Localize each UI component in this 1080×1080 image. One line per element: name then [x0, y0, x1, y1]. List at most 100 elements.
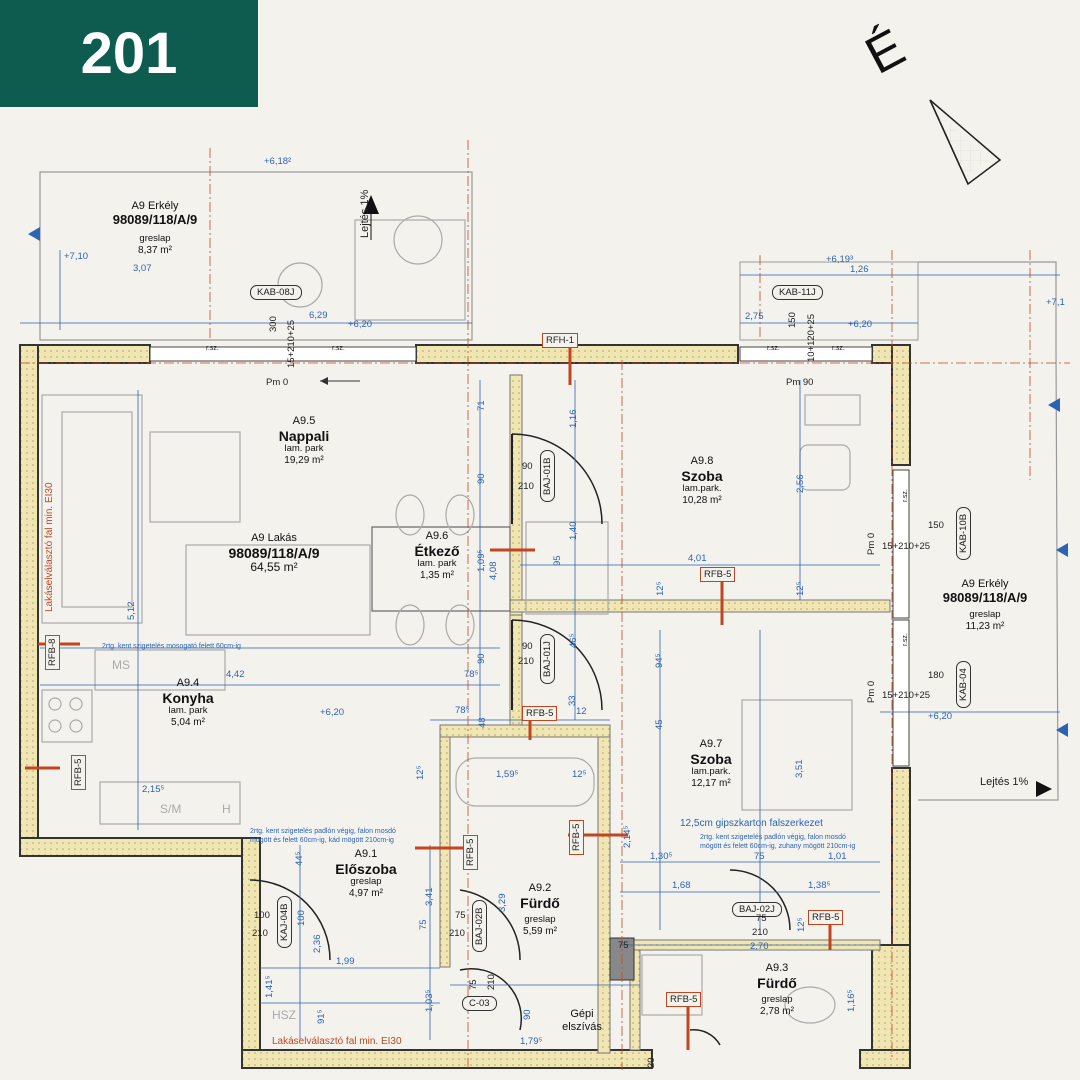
dim-101: 1,01	[828, 851, 847, 862]
tag-rfb-5-d: RFB-5	[463, 834, 478, 870]
dim-15-210-25: 15+210+25	[286, 319, 297, 368]
dim-1595: 1,59⁵	[496, 769, 519, 780]
dim-door-90: 90	[522, 461, 533, 472]
dim-125b: 12⁵	[795, 581, 806, 596]
label-hsz: HSZ	[272, 1008, 296, 1022]
tag-kaj-04b: KAJ-04B	[277, 896, 292, 948]
dim-20: 20	[646, 1057, 657, 1068]
axis-lines	[20, 140, 1070, 1070]
window-mark-2: r.sz.	[332, 345, 345, 352]
dim-elev-619: +6,19³	[826, 254, 854, 265]
dim-door-75e: 75	[468, 979, 479, 990]
dim-179: 1,79⁵	[520, 1036, 543, 1047]
label-h: H	[222, 802, 231, 816]
dim-71: 71	[476, 400, 487, 411]
dim-door-90b: 90	[522, 641, 533, 652]
tag-rfb-5-c: RFB-5	[522, 706, 558, 721]
dim-341: 3,41	[424, 887, 435, 907]
window-mark-4: r.sz.	[902, 489, 909, 502]
dim-door-210b: 210	[518, 656, 534, 667]
tag-kab-11j: KAB-11J	[772, 285, 823, 300]
dim-215: 2,15⁵	[142, 784, 165, 795]
dim-1116: 1,16⁵	[846, 989, 857, 1012]
dim-door-210e: 210	[486, 974, 497, 990]
dim-33: 33	[567, 695, 578, 706]
window-mark-6: r.sz.	[767, 345, 780, 352]
dim-elev-620d: +6,20	[928, 711, 953, 722]
note-bath-iso-2b: mögött és felett 60cm-ig, zuhany mögött …	[700, 843, 856, 850]
tag-rfb-5-b: RFB-5	[71, 754, 86, 790]
room-label-balcony-nw: A9 Erkély 98089/118/A/9 greslap 8,37 m²	[112, 200, 198, 256]
slope-arrow-e	[1036, 781, 1052, 797]
dim-75a: 75	[754, 851, 765, 862]
dim-270: 2,70	[750, 941, 769, 952]
dim-351: 3,51	[794, 759, 805, 779]
tag-rfb-8: RFB-8	[45, 634, 60, 670]
dim-116: 1,16	[568, 409, 579, 429]
party-wall-note-south: Lakáselválasztó fal min. EI30	[272, 1036, 402, 1047]
room-label-hall: A9.1 Előszoba greslap 4,97 m²	[335, 848, 397, 899]
dim-door-210d: 210	[449, 928, 465, 939]
dim-door-210c: 210	[252, 928, 268, 939]
dim-90a: 90	[476, 473, 487, 484]
dim-door-75b: 75	[455, 910, 466, 921]
dim-125c: 12⁵	[415, 765, 426, 780]
dim-785b: 78⁵	[455, 705, 470, 716]
dim-125-top: 12	[576, 706, 587, 717]
room-label-balcony-e: A9 Erkély 98089/118/A/9 greslap 11,23 m²	[942, 578, 1028, 632]
dim-199: 1,99	[336, 956, 355, 967]
dim-elev-710: +7,10	[64, 251, 89, 262]
dim-629: 6,29	[309, 310, 328, 321]
party-wall-note-west: Lakáselválasztó fal min. EI30	[44, 482, 55, 612]
tag-rfb-5-g: RFB-5	[666, 992, 702, 1007]
dim-125d: 12⁵	[572, 769, 587, 780]
slope-label-east: Lejtés 1%	[980, 776, 1029, 788]
note-bath-iso-2a: 2rtg. kent szigetelés padlón végig, falo…	[700, 834, 846, 841]
tag-baj-02b: BAJ-02B	[472, 900, 487, 952]
dim-126: 1,26	[850, 264, 869, 275]
dim-elev-71: +7,1	[1046, 297, 1065, 308]
dim-door-210: 210	[518, 481, 534, 492]
dim-300: 300	[268, 316, 279, 332]
dim-236: 2,36	[312, 934, 323, 954]
dim-75v: 75	[418, 919, 429, 930]
note-gipszkarton: 12,5cm gipszkarton falszerkezet	[680, 818, 823, 829]
tag-kab-10b: KAB-10B	[956, 506, 971, 560]
dim-401: 4,01	[688, 553, 707, 564]
note-kitchen-iso: 2rtg. kent szigetelés mosogató felett 60…	[102, 643, 241, 650]
window-mark-5: r.sz.	[902, 633, 909, 646]
interior-walls	[439, 374, 891, 1054]
dim-1035: 1,03⁵	[424, 989, 435, 1012]
dim-pm0-c: Pm 0	[866, 680, 877, 703]
tag-baj-01b: BAJ-01B	[540, 450, 555, 502]
room-label-bath-a92: A9.2 Fürdő greslap 5,59 m²	[520, 882, 560, 937]
dim-1385: 1,38⁵	[808, 880, 831, 891]
dim-door-75d: 75	[756, 913, 767, 924]
dim-90d: 90	[522, 1009, 533, 1020]
dim-125a: 12⁵	[655, 581, 666, 596]
room-label-a98: A9.8 Szoba lam.park. 10,28 m²	[681, 455, 723, 506]
apartment-number-badge: 201	[0, 0, 258, 107]
dim-445: 44⁵	[294, 851, 305, 866]
dim-275: 2,75	[745, 311, 764, 322]
dimension-lines	[20, 250, 1060, 1040]
north-arrow	[929, 99, 1002, 186]
dim-90c: 90	[476, 653, 487, 664]
tag-rfb-5-a: RFB-5	[700, 567, 736, 582]
room-label-living: A9.5 Nappali lam. park 19,29 m²	[278, 415, 330, 466]
dim-256: 2,56	[795, 474, 806, 494]
dim-75c: 75	[618, 940, 629, 951]
tag-baj-01j: BAJ-01J	[540, 634, 555, 684]
balcony-nw-outline	[39, 171, 473, 341]
slope-arrow-nw	[363, 195, 379, 214]
dim-elev-620a: +6,20	[348, 319, 373, 330]
label-ms: MS	[112, 658, 130, 672]
dim-elev-618: +6,18²	[264, 156, 292, 167]
slope-label-nw: Lejtés 1%	[359, 189, 371, 238]
dim-elev-620c: +6,20	[320, 707, 345, 718]
room-label-apartment: A9 Lakás 98089/118/A/9 64,55 m²	[228, 532, 320, 574]
dim-140: 1,40	[568, 521, 579, 541]
furniture	[41, 215, 861, 1024]
room-label-kitchen: A9.4 Konyha lam. park 5,04 m²	[162, 677, 214, 728]
